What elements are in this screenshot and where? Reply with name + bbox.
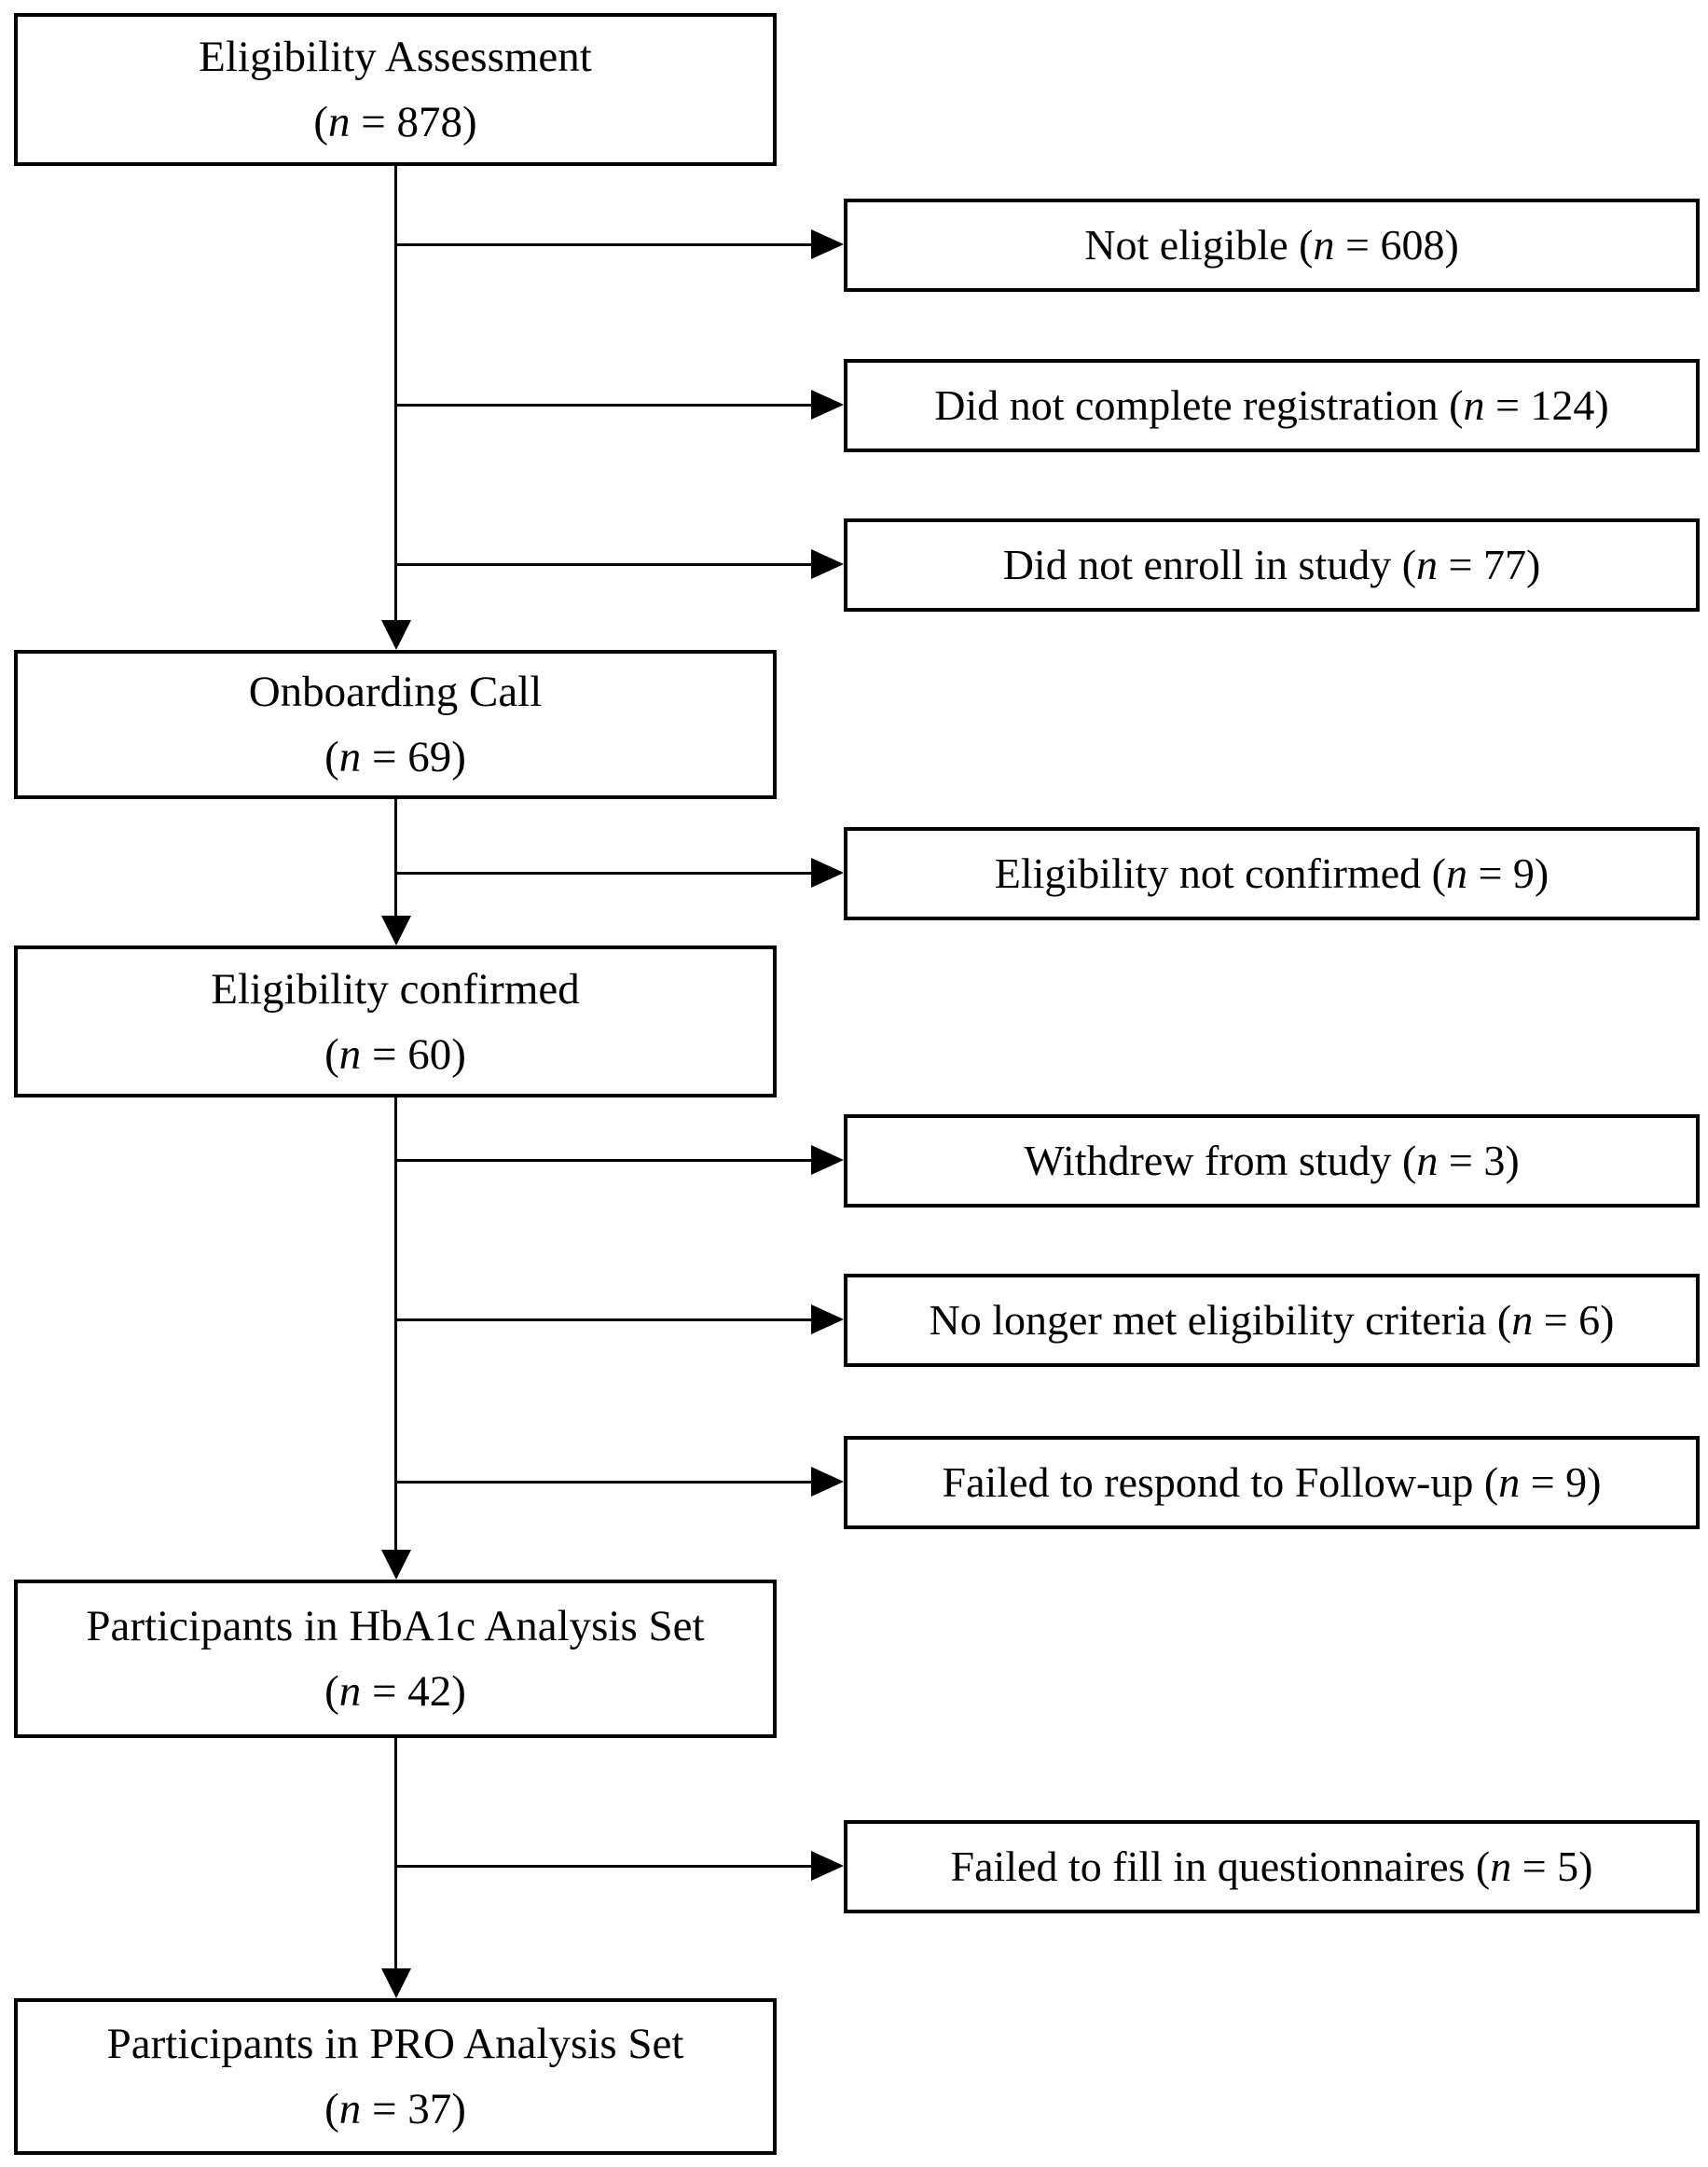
- flow-box-not-eligible: Not eligible (n = 608): [844, 199, 1700, 292]
- arrow-right-icon: [811, 1851, 844, 1881]
- count-value: = 9): [1520, 1458, 1602, 1506]
- label-text: No longer met eligibility criteria (: [929, 1296, 1512, 1344]
- flow-box-no-longer-met-criteria: No longer met eligibility criteria (n = …: [844, 1274, 1700, 1367]
- connector-branch-failed-respond: [394, 1481, 814, 1484]
- connector-branch-withdrew: [394, 1159, 814, 1162]
- count-open: (: [313, 98, 328, 146]
- count-n: n: [1416, 541, 1439, 588]
- box-label: Failed to fill in questionnaires (n = 5): [951, 1843, 1593, 1891]
- box-count: (n = 37): [324, 2077, 466, 2142]
- connector-branch-not-eligible: [394, 243, 814, 246]
- flow-box-hba1c-analysis-set: Participants in HbA1c Analysis Set (n = …: [14, 1580, 777, 1738]
- count-value: = 60): [361, 1029, 466, 1079]
- box-label: Not eligible (n = 608): [1084, 221, 1459, 269]
- flow-box-failed-to-fill-questionnaires: Failed to fill in questionnaires (n = 5): [844, 1820, 1700, 1913]
- label-text: Failed to fill in questionnaires (: [950, 1843, 1491, 1890]
- box-title: Eligibility Assessment: [199, 33, 592, 81]
- count-n: n: [338, 1667, 362, 1716]
- count-n: n: [1416, 1137, 1439, 1184]
- count-value: = 124): [1484, 381, 1609, 429]
- count-n: n: [1463, 381, 1485, 429]
- box-label: Withdrew from study (n = 3): [1024, 1137, 1519, 1185]
- flow-box-did-not-complete-registration: Did not complete registration (n = 124): [844, 359, 1700, 452]
- connector-spine-4: [394, 1738, 397, 1971]
- arrow-down-icon: [381, 620, 411, 650]
- arrow-right-icon: [811, 1467, 844, 1497]
- arrow-right-icon: [811, 1145, 844, 1175]
- count-n: n: [1313, 221, 1335, 269]
- count-n: n: [338, 2085, 362, 2133]
- count-value: = 878): [350, 98, 477, 146]
- count-value: = 6): [1533, 1296, 1615, 1344]
- count-value: = 42): [361, 1667, 466, 1716]
- arrow-down-icon: [381, 1968, 411, 1998]
- flow-box-eligibility-not-confirmed: Eligibility not confirmed (n = 9): [844, 827, 1700, 920]
- label-text: Eligibility not confirmed (: [994, 849, 1446, 897]
- label-text: Not eligible (: [1084, 221, 1314, 269]
- arrow-down-icon: [381, 1550, 411, 1580]
- box-count: (n = 60): [324, 1022, 466, 1087]
- connector-branch-did-not-complete: [394, 404, 814, 407]
- box-count: (n = 878): [313, 90, 476, 155]
- box-label: Failed to respond to Follow-up (n = 9): [943, 1458, 1602, 1507]
- label-text: Did not complete registration (: [934, 381, 1464, 429]
- count-n: n: [1445, 849, 1467, 897]
- box-label: Did not enroll in study (n = 77): [1003, 541, 1541, 589]
- box-count: (n = 69): [324, 725, 466, 790]
- count-n: n: [1490, 1843, 1512, 1890]
- arrow-right-icon: [811, 1304, 844, 1334]
- connector-spine-2: [394, 799, 397, 918]
- arrow-down-icon: [381, 916, 411, 945]
- count-open: (: [324, 1667, 339, 1716]
- count-value: = 77): [1438, 541, 1541, 588]
- count-open: (: [324, 1029, 339, 1079]
- connector-branch-failed-questionnaires: [394, 1865, 814, 1868]
- label-text: Withdrew from study (: [1024, 1137, 1417, 1184]
- count-value: = 69): [361, 733, 466, 781]
- box-title: Onboarding Call: [248, 668, 543, 716]
- flow-box-did-not-enroll: Did not enroll in study (n = 77): [844, 518, 1700, 612]
- count-value: = 5): [1511, 1843, 1593, 1890]
- box-title: Eligibility confirmed: [211, 964, 580, 1014]
- arrow-right-icon: [811, 549, 844, 579]
- count-value: = 608): [1334, 221, 1459, 269]
- box-label: Did not complete registration (n = 124): [934, 381, 1608, 430]
- label-text: Did not enroll in study (: [1002, 541, 1417, 588]
- box-label: Eligibility not confirmed (n = 9): [995, 849, 1549, 898]
- count-n: n: [338, 1029, 362, 1079]
- box-count: (n = 42): [324, 1659, 466, 1724]
- count-n: n: [327, 98, 351, 146]
- connector-branch-no-longer-met: [394, 1318, 814, 1321]
- arrow-right-icon: [811, 390, 844, 420]
- flow-box-failed-to-respond-followup: Failed to respond to Follow-up (n = 9): [844, 1436, 1700, 1529]
- count-value: = 9): [1467, 849, 1550, 897]
- count-n: n: [338, 733, 362, 781]
- box-label: No longer met eligibility criteria (n = …: [930, 1296, 1615, 1345]
- flow-box-withdrew-from-study: Withdrew from study (n = 3): [844, 1114, 1700, 1208]
- label-text: Failed to respond to Follow-up (: [942, 1458, 1499, 1506]
- flow-box-eligibility-assessment: Eligibility Assessment (n = 878): [14, 13, 777, 166]
- connector-spine-1: [394, 166, 397, 623]
- count-open: (: [324, 2085, 339, 2133]
- flow-box-pro-analysis-set: Participants in PRO Analysis Set (n = 37…: [14, 1998, 777, 2155]
- box-title: Participants in HbA1c Analysis Set: [86, 1602, 705, 1650]
- count-open: (: [324, 733, 339, 781]
- arrow-right-icon: [811, 229, 844, 259]
- count-value: = 3): [1438, 1137, 1520, 1184]
- flow-box-onboarding-call: Onboarding Call (n = 69): [14, 650, 777, 799]
- flow-box-eligibility-confirmed: Eligibility confirmed (n = 60): [14, 945, 777, 1097]
- count-n: n: [1498, 1458, 1521, 1506]
- connector-branch-did-not-enroll: [394, 563, 814, 566]
- count-n: n: [1511, 1296, 1534, 1344]
- count-value: = 37): [361, 2085, 466, 2133]
- arrow-right-icon: [811, 858, 844, 888]
- connector-branch-not-confirmed: [394, 872, 814, 875]
- connector-spine-3: [394, 1097, 397, 1553]
- box-title: Participants in PRO Analysis Set: [106, 2020, 684, 2068]
